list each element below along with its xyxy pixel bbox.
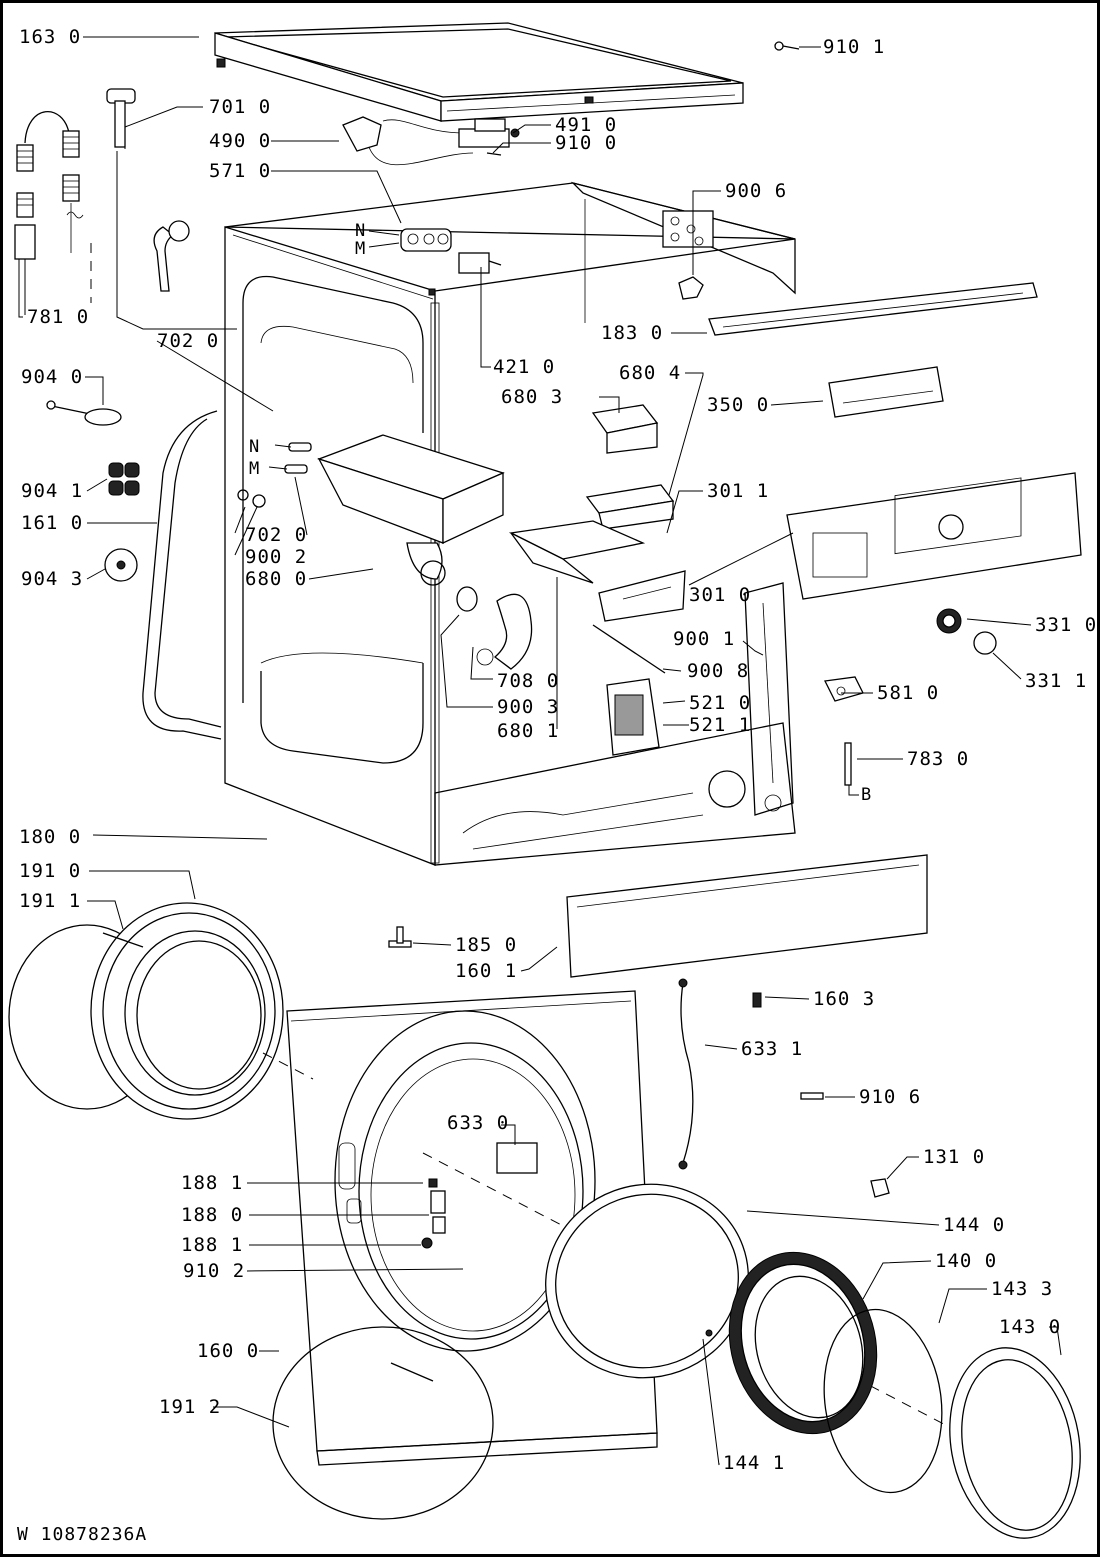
callout-n-mid: N [249, 437, 261, 457]
callout-131-0: 131 0 [923, 1146, 986, 1168]
callout-701-0: 701 0 [209, 96, 272, 118]
feet-701-part [106, 88, 136, 148]
pressure-switch-581-part [824, 676, 864, 702]
leader-lines [18, 36, 1062, 1466]
screw-910-1-part [774, 41, 800, 51]
callout-191-1: 191 1 [19, 890, 82, 912]
hose-708-part [456, 586, 533, 670]
filter-904-part [46, 400, 140, 582]
callout-581-0: 581 0 [877, 682, 940, 704]
callout-633-0: 633 0 [447, 1112, 510, 1134]
rod-783-part [844, 742, 852, 786]
drawing-number: W 10878236A [17, 1524, 148, 1545]
callout-680-1: 680 1 [497, 720, 560, 742]
callout-140-0: 140 0 [935, 1250, 998, 1272]
callout-571-0: 571 0 [209, 160, 272, 182]
callout-910-2: 910 2 [183, 1260, 246, 1282]
callout-301-1: 301 1 [707, 480, 770, 502]
callout-331-0: 331 0 [1035, 614, 1098, 636]
callout-702-0-lower: 702 0 [245, 524, 308, 546]
board-350-part [828, 366, 944, 418]
kick-plate-160-1-part [566, 854, 928, 978]
callout-143-0: 143 0 [999, 1316, 1062, 1338]
callout-702-0-upper: 702 0 [157, 330, 220, 352]
clamp-491-part [458, 118, 520, 156]
callout-144-1: 144 1 [723, 1452, 786, 1474]
callout-781-0: 781 0 [27, 306, 90, 328]
callout-161-0: 161 0 [21, 512, 84, 534]
callout-900-3: 900 3 [497, 696, 560, 718]
callout-144-0: 144 0 [943, 1214, 1006, 1236]
callout-143-3: 143 3 [991, 1278, 1054, 1300]
callout-183-0: 183 0 [601, 322, 664, 344]
cable-490-part [342, 116, 474, 165]
callout-160-0: 160 0 [197, 1340, 260, 1362]
callout-180-0: 180 0 [19, 826, 82, 848]
callout-188-1-lower: 188 1 [181, 1234, 244, 1256]
door-140-part [728, 1251, 878, 1435]
callout-904-3: 904 3 [21, 568, 84, 590]
callout-185-0: 185 0 [455, 934, 518, 956]
callout-633-1: 633 1 [741, 1038, 804, 1060]
callout-331-1: 331 1 [1025, 670, 1088, 692]
frame-143-0-part [949, 1347, 1081, 1539]
callout-910-1: 910 1 [823, 36, 886, 58]
callout-708-0: 708 0 [497, 670, 560, 692]
fascia-301-part [786, 472, 1082, 600]
callout-521-0: 521 0 [689, 692, 752, 714]
callout-191-2: 191 2 [159, 1396, 222, 1418]
clip-900-6-part [678, 276, 704, 300]
callout-521-1: 521 1 [689, 714, 752, 736]
noise-filter-421-part [458, 252, 502, 274]
callout-188-0: 188 0 [181, 1204, 244, 1226]
callout-680-0: 680 0 [245, 568, 308, 590]
hose-702-part [153, 220, 190, 292]
callout-m-top: M [355, 239, 367, 259]
glass-143-3-part [823, 1308, 943, 1494]
callout-n-top: N [355, 221, 367, 241]
callout-160-3: 160 3 [813, 988, 876, 1010]
valve-571-part [400, 228, 452, 252]
callout-191-0: 191 0 [19, 860, 82, 882]
callout-421-0: 421 0 [493, 356, 556, 378]
callout-783-0: 783 0 [907, 748, 970, 770]
gasket-161-part [142, 410, 222, 740]
rail-183-part [708, 282, 1038, 336]
cabinet-180-part [224, 181, 796, 866]
callout-900-2: 900 2 [245, 546, 308, 568]
plugs-part [237, 442, 312, 508]
callout-301-0: 301 0 [689, 584, 752, 606]
ring-144-part [545, 1183, 749, 1379]
callout-m-mid: M [249, 459, 261, 479]
callout-904-0: 904 0 [21, 366, 84, 388]
callout-b: B [861, 785, 873, 805]
dispenser-680-part [317, 404, 686, 622]
callout-900-8: 900 8 [687, 660, 750, 682]
callout-680-3: 680 3 [501, 386, 564, 408]
callout-188-1-upper: 188 1 [181, 1172, 244, 1194]
small-parts-part [752, 992, 890, 1198]
diagram-artwork [8, 22, 1082, 1539]
callout-900-1: 900 1 [673, 628, 736, 650]
callout-910-6: 910 6 [859, 1086, 922, 1108]
module-521-part [592, 624, 666, 756]
springs-781-part [14, 110, 92, 315]
callout-490-0: 490 0 [209, 130, 272, 152]
callout-904-1: 904 1 [21, 480, 84, 502]
callout-160-1: 160 1 [455, 960, 518, 982]
callout-680-4: 680 4 [619, 362, 682, 384]
callout-910-0: 910 0 [555, 132, 618, 154]
top-lid-part [214, 22, 744, 122]
screw-185-part [388, 926, 412, 948]
callout-163-0: 163 0 [19, 26, 82, 48]
callout-491-0: 491 0 [555, 114, 618, 136]
door-seal-191-part [8, 902, 314, 1120]
callout-900-6: 900 6 [725, 180, 788, 202]
cable-633-1-part [678, 978, 694, 1170]
callout-350-0: 350 0 [707, 394, 770, 416]
bearing-331-part [936, 608, 997, 655]
